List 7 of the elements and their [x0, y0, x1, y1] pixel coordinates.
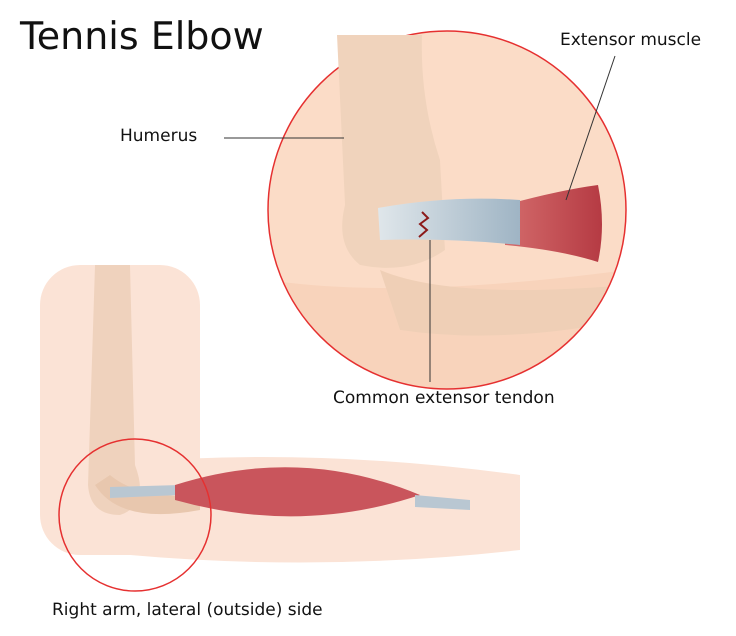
diagram-title: Tennis Elbow: [20, 14, 264, 58]
leader-line: [566, 56, 616, 200]
part-label: Common extensor tendon: [333, 388, 555, 408]
caption: Right arm, lateral (outside) side: [52, 600, 323, 620]
tendon: [378, 198, 520, 245]
part-label: Extensor muscle: [560, 30, 702, 50]
part-label: Humerus: [120, 126, 198, 146]
